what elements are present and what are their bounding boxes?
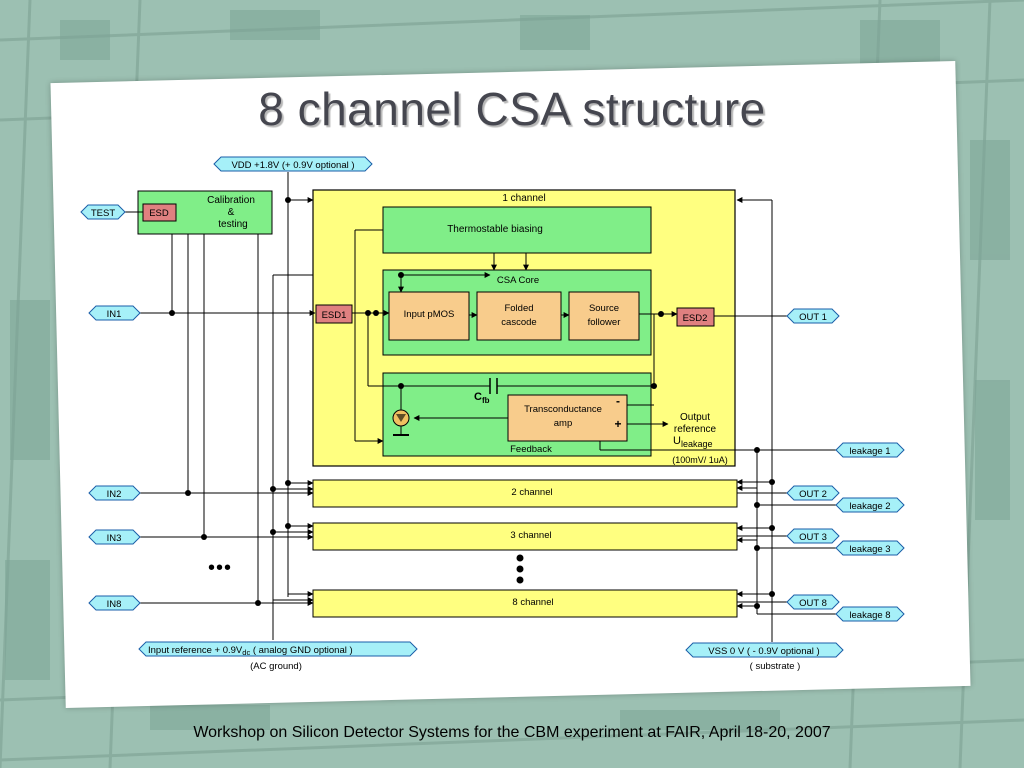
terminal-leakage1-label: leakage 1 [849, 446, 890, 457]
esd1-block [315, 304, 353, 324]
terminal-vdd[interactable]: VDD +1.8V (+ 0.9V optional ) [213, 156, 373, 172]
output-reference-label-2: reference [674, 424, 717, 435]
terminal-in8[interactable]: IN8 [88, 595, 141, 611]
input-reference-note: (AC ground) [250, 661, 302, 672]
terminal-leakage8-label: leakage 8 [849, 610, 890, 621]
input-pmos-label: Input pMOS [404, 309, 455, 320]
terminal-out3[interactable]: OUT 3 [786, 528, 840, 544]
vss-note: ( substrate ) [750, 661, 801, 672]
terminal-out8-label: OUT 8 [799, 598, 827, 609]
u-leakage-label: Uleakage [673, 435, 712, 449]
terminal-leakage2[interactable]: leakage 2 [835, 497, 905, 513]
terminal-input-reference[interactable]: Input reference + 0.9Vdc ( analog GND op… [138, 641, 418, 657]
junction-dots [169, 197, 775, 609]
current-source-icon [392, 409, 410, 436]
folded-cascode-block [476, 291, 562, 341]
calibration-label-3: testing [218, 219, 247, 230]
esd2-block [676, 307, 715, 327]
transconductance-block [507, 394, 628, 442]
terminal-out2[interactable]: OUT 2 [786, 485, 840, 501]
terminal-out1[interactable]: OUT 1 [786, 308, 840, 324]
terminal-leakage3-label: leakage 3 [849, 544, 890, 555]
terminal-vdd-label: VDD +1.8V (+ 0.9V optional ) [231, 160, 354, 171]
channel-2-block [312, 479, 738, 508]
terminal-leakage1[interactable]: leakage 1 [835, 442, 905, 458]
terminal-in2[interactable]: IN2 [88, 485, 141, 501]
biasing-label: Thermostable biasing [447, 224, 543, 235]
terminal-out1-label: OUT 1 [799, 312, 827, 323]
transconductance-label-2: amp [554, 418, 572, 429]
calibration-label-1: Calibration [207, 195, 255, 206]
source-follower-label-2: follower [588, 317, 621, 328]
terminal-in2-label: IN2 [107, 489, 122, 500]
terminal-out2-label: OUT 2 [799, 489, 827, 500]
terminal-out8[interactable]: OUT 8 [786, 594, 840, 610]
csa-core-label: CSA Core [497, 275, 539, 286]
source-follower-block [568, 291, 640, 341]
wiring [124, 172, 836, 642]
folded-cascode-label-2: cascode [501, 317, 536, 328]
terminal-leakage2-label: leakage 2 [849, 501, 890, 512]
terminal-input-reference-label: Input reference + 0.9Vdc ( analog GND op… [148, 645, 353, 657]
terminal-leakage8[interactable]: leakage 8 [835, 606, 905, 622]
folded-cascode-label-1: Folded [504, 303, 533, 314]
output-reference-label-1: Output [680, 412, 710, 423]
terminal-test-label: TEST [91, 208, 115, 219]
leak-scale-label: (100mV/ 1uA) [672, 455, 728, 465]
plus-sign: + [614, 417, 621, 431]
calibration-esd-label: ESD [149, 208, 169, 219]
channel-3-block [312, 522, 738, 551]
footer-caption: Workshop on Silicon Detector Systems for… [193, 724, 831, 741]
terminal-in8-label: IN8 [107, 599, 122, 610]
channel-2-label: 2 channel [511, 487, 552, 498]
terminal-in1-label: IN1 [107, 309, 122, 320]
transconductance-label-1: Transconductance [524, 404, 602, 415]
esd2-label: ESD2 [683, 313, 708, 324]
terminal-in3-label: IN3 [107, 533, 122, 544]
ellipsis-horizontal: ••• [208, 557, 232, 579]
esd1-label: ESD1 [322, 310, 347, 321]
terminal-vss[interactable]: VSS 0 V ( - 0.9V optional ) [685, 642, 844, 658]
terminal-vss-label: VSS 0 V ( - 0.9V optional ) [708, 646, 819, 657]
channel-3-label: 3 channel [510, 530, 551, 541]
feedback-label: Feedback [510, 444, 552, 455]
minus-sign: - [616, 394, 620, 408]
channel-1-label: 1 channel [502, 193, 545, 204]
input-pmos-block [388, 291, 470, 341]
channel-8-label: 8 channel [512, 597, 553, 608]
calibration-label-2: & [228, 207, 235, 218]
page-title: 8 channel CSA structure [258, 83, 766, 135]
terminal-test[interactable]: TEST [80, 204, 126, 220]
terminal-leakage3[interactable]: leakage 3 [835, 540, 905, 556]
terminal-out3-label: OUT 3 [799, 532, 827, 543]
terminal-in1[interactable]: IN1 [88, 305, 141, 321]
terminal-in3[interactable]: IN3 [88, 529, 141, 545]
cfb-label: Cfb [474, 391, 490, 405]
ellipsis-vertical [516, 554, 524, 584]
source-follower-label-1: Source [589, 303, 619, 314]
